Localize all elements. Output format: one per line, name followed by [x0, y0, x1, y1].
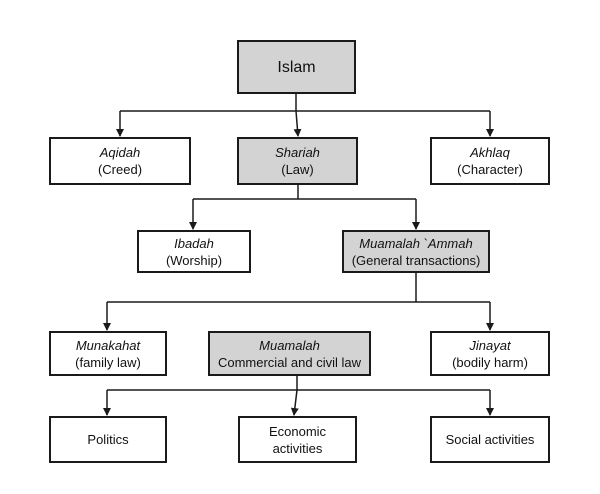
node-politics-title: Politics	[87, 432, 129, 447]
node-muamalah-ammah: Muamalah `Ammah (General transactions)	[342, 230, 490, 273]
node-islam: Islam	[237, 40, 356, 94]
node-shariah: Shariah (Law)	[237, 137, 358, 185]
arrow-to-shariah	[293, 110, 302, 137]
node-akhlaq-subtitle: (Character)	[457, 162, 523, 177]
node-muamalah-ammah-title: Muamalah `Ammah	[359, 235, 473, 251]
node-islam-title: Islam	[277, 58, 316, 76]
arrow-to-economic	[290, 389, 299, 416]
node-muamalah-title: Muamalah	[259, 337, 320, 353]
node-social: Social activities	[430, 416, 550, 463]
node-akhlaq-title: Akhlaq	[470, 145, 510, 160]
node-aqidah-subtitle: (Creed)	[97, 162, 143, 177]
node-economic: Economic activities	[238, 416, 357, 463]
node-muamalah-subtitle: Commercial and civil law	[217, 354, 362, 370]
node-muamalah: Muamalah Commercial and civil law	[208, 331, 371, 376]
node-shariah-subtitle: (Law)	[281, 162, 314, 177]
node-munakahat-title: Munakahat	[75, 337, 141, 353]
node-muamalah-ammah-subtitle: (General transactions)	[351, 252, 481, 268]
node-shariah-title: Shariah	[275, 145, 320, 160]
node-jinayat-subtitle: (bodily harm)	[452, 354, 528, 370]
node-ibadah-title: Ibadah	[174, 235, 214, 251]
node-munakahat: Munakahat (family law)	[49, 331, 167, 376]
node-economic-subtitle: activities	[272, 440, 323, 456]
node-munakahat-subtitle: (family law)	[75, 354, 141, 370]
node-akhlaq: Akhlaq (Character)	[430, 137, 550, 185]
node-jinayat: Jinayat (bodily harm)	[430, 331, 550, 376]
node-ibadah-subtitle: (Worship)	[165, 252, 223, 268]
node-social-title: Social activities	[445, 432, 535, 447]
node-jinayat-title: Jinayat	[469, 337, 511, 353]
node-aqidah-title: Aqidah	[99, 145, 141, 160]
node-economic-title: Economic	[268, 423, 327, 439]
node-ibadah: Ibadah (Worship)	[137, 230, 251, 273]
node-aqidah: Aqidah (Creed)	[49, 137, 191, 185]
node-politics: Politics	[49, 416, 167, 463]
